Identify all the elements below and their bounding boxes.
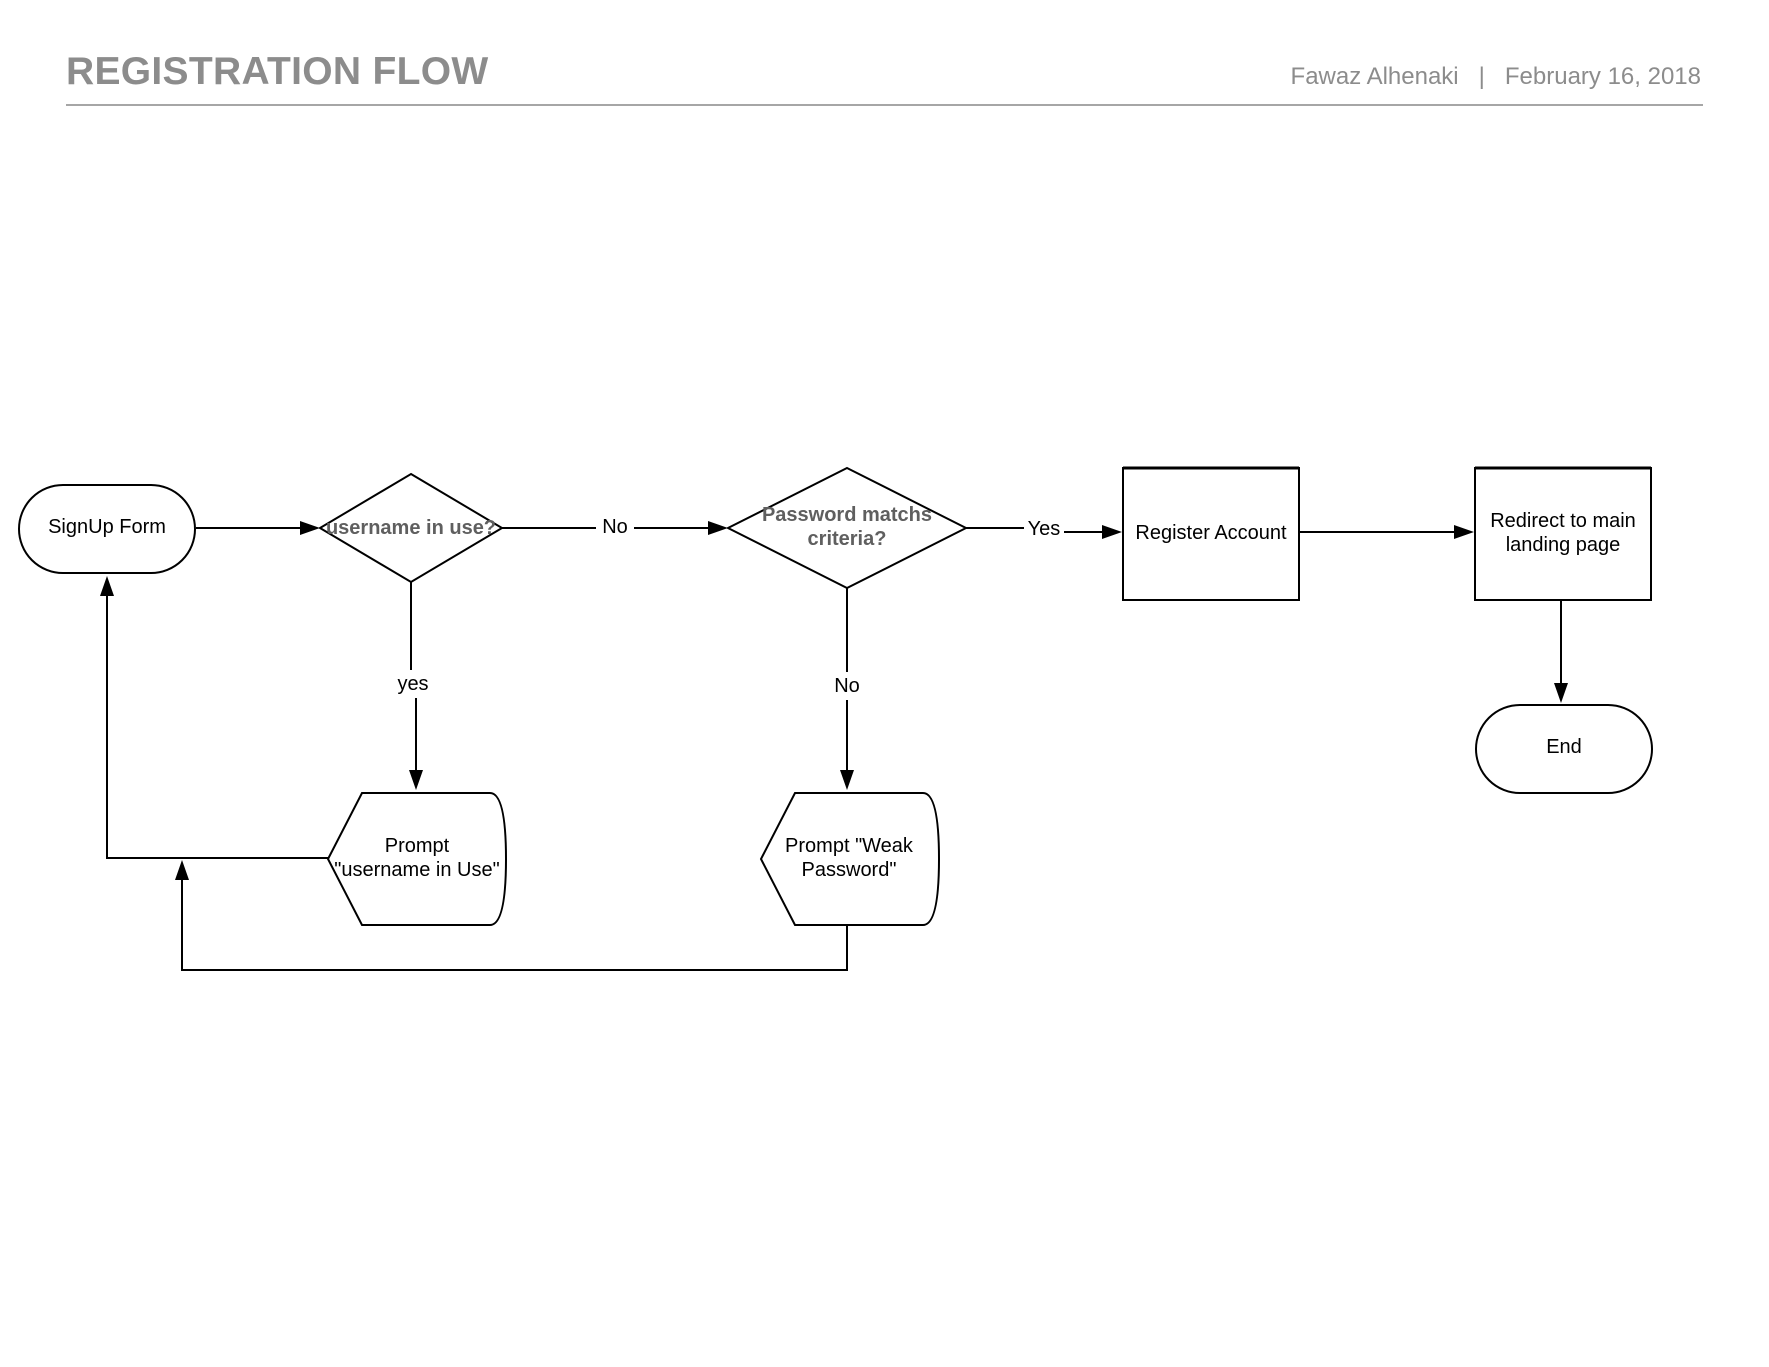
node-label: username in use? (326, 517, 496, 539)
node-signup-form: SignUp Form (18, 484, 196, 574)
edges: No Yes yes No (100, 512, 1568, 971)
edge-label-password-no: No (834, 675, 860, 697)
arrowhead (100, 576, 114, 596)
node-label: SignUp Form (48, 516, 166, 538)
process-shape (1474, 467, 1652, 601)
display-shape (759, 792, 941, 926)
arrowhead (1554, 683, 1568, 703)
terminator-shape (1475, 704, 1653, 794)
node-username-check: username in use? (318, 472, 504, 584)
node-label: End (1546, 736, 1582, 758)
display-shape (326, 792, 508, 926)
arrowhead (175, 860, 189, 880)
node-label-line2: "username in Use" (334, 859, 499, 881)
edge-label-bg (596, 514, 634, 540)
arrowhead (840, 770, 854, 790)
arrowhead (1102, 525, 1122, 539)
edge-label-bg (1024, 512, 1064, 538)
node-redirect: Redirect to main landing page (1474, 466, 1652, 601)
edge-label-password-yes: Yes (1028, 518, 1061, 540)
decision-shape (318, 472, 504, 584)
node-prompt-weak-password: Prompt "Weak Password" (759, 792, 941, 926)
page-title: REGISTRATION FLOW (66, 50, 489, 93)
document-date: February 16, 2018 (1504, 63, 1701, 90)
arrowhead (708, 521, 728, 535)
edge-prompt-username-to-signup (106, 596, 328, 859)
decision-shape (725, 466, 969, 590)
node-end: End (1475, 704, 1653, 794)
terminator-shape (18, 484, 196, 574)
edge-label-username-no: No (602, 516, 628, 538)
node-label-line1: Password matchs (762, 504, 932, 526)
node-prompt-username: Prompt "username in Use" (326, 792, 508, 926)
arrowhead (409, 770, 423, 790)
node-label-line2: landing page (1506, 534, 1621, 556)
node-label-line2: Password" (802, 859, 897, 881)
author-name: Fawaz Alhenaki (1290, 63, 1459, 90)
header-divider (66, 104, 1703, 106)
node-label-line1: Prompt (385, 835, 450, 857)
arrowhead (1454, 525, 1474, 539)
process-shape (1122, 467, 1300, 601)
edge-prompt-password-to-loop (181, 880, 848, 971)
header-meta: Fawaz Alhenaki | February 16, 2018 (1291, 63, 1701, 91)
node-label-line2: criteria? (808, 528, 887, 550)
node-register-account: Register Account (1122, 466, 1300, 601)
node-label-line1: Prompt "Weak (785, 835, 914, 857)
node-password-check: Password matchs criteria? (725, 466, 969, 590)
arrowhead (300, 521, 320, 535)
edge-label-bg (826, 672, 868, 700)
edge-label-bg (390, 670, 434, 698)
edge-label-username-yes: yes (397, 673, 428, 695)
header-separator: | (1478, 63, 1485, 90)
node-label-line1: Redirect to main (1490, 510, 1636, 532)
node-label: Register Account (1135, 522, 1287, 544)
